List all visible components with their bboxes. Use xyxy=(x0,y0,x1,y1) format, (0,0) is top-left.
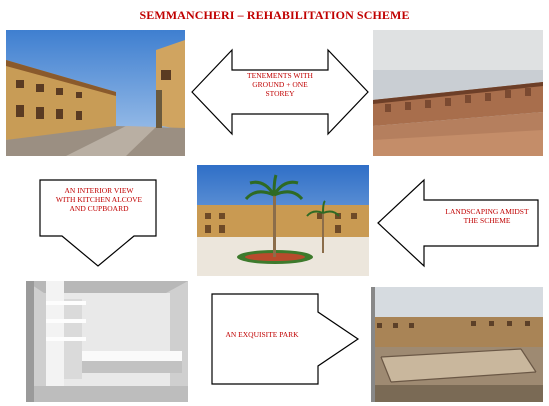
arrow-interior: AN INTERIOR VIEW WITH KITCHEN ALCOVE AND… xyxy=(36,178,160,268)
label-interior: AN INTERIOR VIEW WITH KITCHEN ALCOVE AND… xyxy=(55,186,143,213)
arrow-park: AN EXQUISITE PARK xyxy=(210,292,360,386)
arrow-landscaping: LANDSCAPING AMIDST THE SCHEME xyxy=(376,178,540,268)
label-landscaping: LANDSCAPING AMIDST THE SCHEME xyxy=(445,207,529,225)
slide-title: SEMMANCHERI – REHABILITATION SCHEME xyxy=(139,8,410,22)
photo-interior-kitchen xyxy=(26,281,188,402)
arrow-tenements: TENEMENTS WITH GROUND + ONE STOREY xyxy=(190,48,370,136)
photo-tenement-rows xyxy=(373,30,543,156)
label-tenements: TENEMENTS WITH GROUND + ONE STOREY xyxy=(247,71,313,98)
photo-landscaping xyxy=(197,165,369,276)
photo-park xyxy=(371,287,543,402)
label-park: AN EXQUISITE PARK xyxy=(225,330,299,339)
photo-tenement-street xyxy=(6,30,185,156)
